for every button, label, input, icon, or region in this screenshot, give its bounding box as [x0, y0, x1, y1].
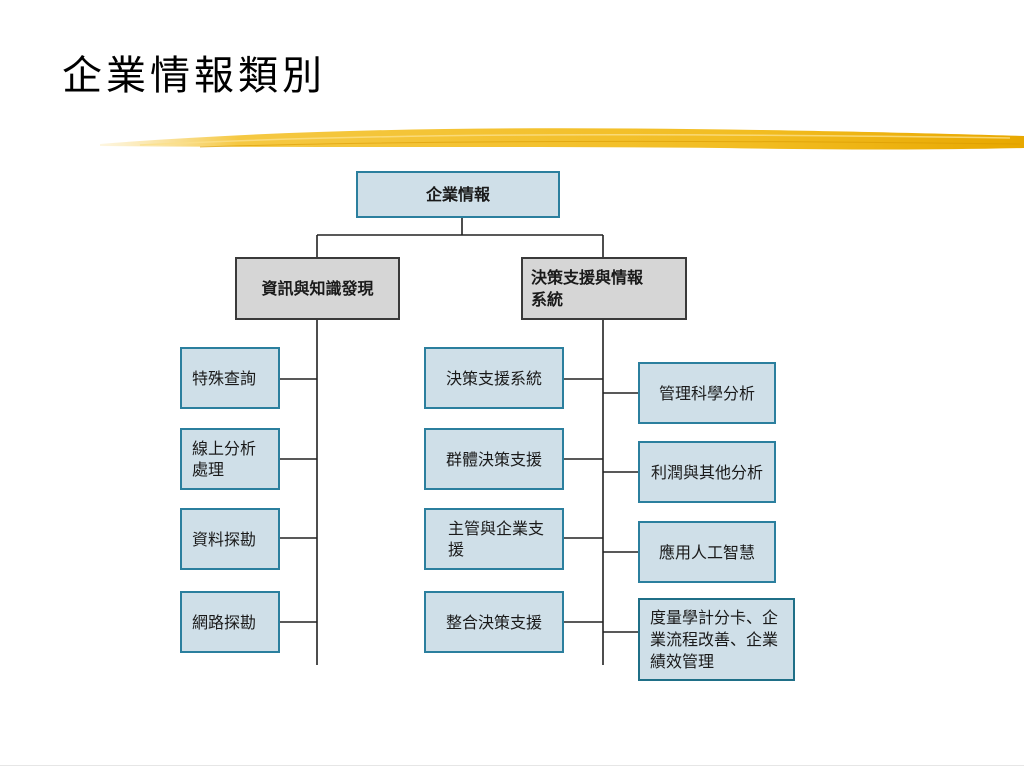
node-label: 應用人工智慧 [658, 542, 755, 562]
node-label: 特殊查詢 [192, 368, 257, 388]
node-applied-ai: 應用人工智慧 [638, 521, 776, 583]
node-integrated-dss: 整合決策支援 [424, 591, 564, 653]
node-label: 網路探勘 [192, 612, 257, 632]
node-label: 度量學計分卡、企業流程改善、企業績效管理 [650, 607, 779, 671]
node-label: 資料探勘 [192, 529, 257, 549]
node-label: 線上分析處理 [192, 439, 257, 479]
title-underline-stroke [100, 128, 1024, 150]
node-label: 主管與企業支援 [448, 519, 545, 559]
node-web-mining: 網路探勘 [180, 591, 280, 653]
node-olap: 線上分析處理 [180, 428, 280, 490]
node-label: 管理科學分析 [658, 383, 755, 403]
branch-right-label: 決策支援與情報系統 [531, 267, 644, 309]
node-management-science: 管理科學分析 [638, 362, 776, 424]
node-label: 整合決策支援 [445, 612, 542, 632]
node-data-mining: 資料探勘 [180, 508, 280, 570]
node-executive-support: 主管與企業支援 [424, 508, 564, 570]
slide-bottom-rule [0, 765, 1024, 766]
root-node-label: 企業情報 [425, 185, 490, 204]
branch-node-decision-support: 決策支援與情報系統 [521, 257, 687, 320]
node-label: 群體決策支援 [445, 449, 542, 469]
node-scorecards-bpm: 度量學計分卡、企業流程改善、企業績效管理 [638, 598, 795, 681]
node-group-dss: 群體決策支援 [424, 428, 564, 490]
branch-left-label: 資訊與知識發現 [261, 279, 374, 298]
slide-title: 企業情報類別 [62, 53, 326, 99]
root-node: 企業情報 [356, 171, 560, 218]
node-label: 決策支援系統 [445, 368, 542, 388]
node-ad-hoc-query: 特殊查詢 [180, 347, 280, 409]
branch-node-knowledge-discovery: 資訊與知識發現 [235, 257, 400, 320]
node-dss: 決策支援系統 [424, 347, 564, 409]
node-profit-analysis: 利潤與其他分析 [638, 441, 776, 503]
node-label: 利潤與其他分析 [650, 462, 763, 482]
